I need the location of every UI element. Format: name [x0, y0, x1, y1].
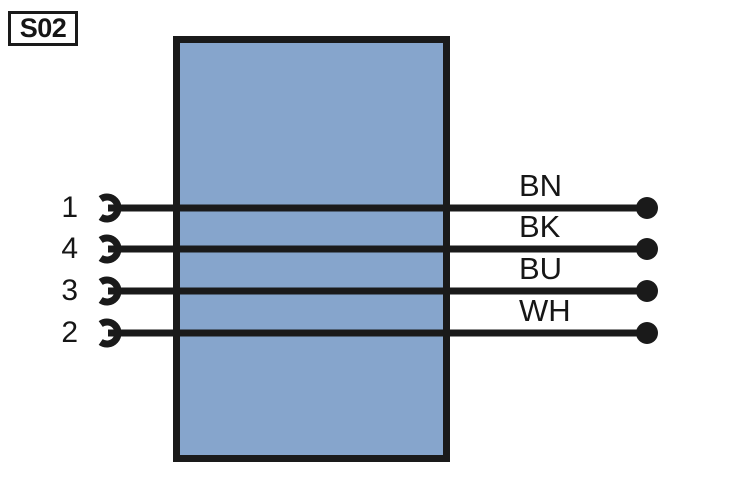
wire-terminal-dot-icon — [636, 197, 658, 219]
pin-number-3: 3 — [61, 274, 78, 307]
pin-connector-arc-icon — [98, 318, 122, 348]
wire-terminal-dot-icon — [636, 322, 658, 344]
wire-label-bk: BK — [519, 209, 561, 244]
pin-number-2: 2 — [61, 316, 78, 349]
pin-number-4: 4 — [61, 232, 78, 265]
wire-terminal-dot-icon — [636, 280, 658, 302]
wire-label-wh: WH — [519, 293, 571, 328]
wire-label-bu: BU — [519, 251, 563, 286]
pin-number-1: 1 — [61, 191, 78, 224]
tag-box-s02: S02 — [8, 11, 78, 46]
wire-terminal-dot-icon — [636, 238, 658, 260]
tag-box-label: S02 — [19, 13, 67, 43]
pin-connector-arc-icon — [98, 234, 122, 264]
pin-connector-arc-icon — [98, 276, 122, 306]
wire-label-bn: BN — [519, 168, 563, 203]
pin-connector-arc-icon — [98, 193, 122, 223]
